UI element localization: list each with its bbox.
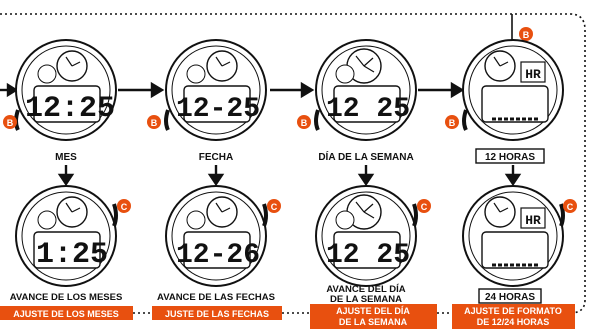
- watch-fecha: 12-25 B: [147, 39, 267, 141]
- lcd-display: 12 25: [326, 240, 410, 271]
- watch-avance-dia: 12 25 C: [315, 185, 431, 287]
- watch-24-horas: HR C: [462, 185, 577, 287]
- down-arrows: [57, 165, 522, 187]
- lcd-display: 12 25: [326, 94, 410, 125]
- caption-fecha: FECHA: [199, 152, 233, 163]
- tag-ajuste-formato-line2: DE 12/24 HORAS: [477, 317, 550, 327]
- top-row-arrows: [0, 81, 465, 99]
- lcd-display: 12-25: [176, 94, 260, 125]
- svg-text:B: B: [523, 30, 530, 40]
- button-label: C: [567, 202, 574, 212]
- caption-box-12: [475, 148, 545, 164]
- caption-dia: DÍA DE LA SEMANA: [318, 150, 413, 163]
- watch-mes: 12:25 B: [3, 39, 117, 141]
- tag-ajuste-dia-bg: [310, 304, 437, 329]
- button-label: C: [121, 202, 128, 212]
- caption-avance-dia-line1: AVANCE DEL DÍA: [326, 284, 405, 295]
- button-label: B: [151, 118, 158, 128]
- watch-dia: 12 25 B: [297, 39, 417, 141]
- lcd-display: 12:25: [25, 92, 115, 126]
- watch-12-horas: HR B: [445, 39, 564, 141]
- lcd-display: HR: [525, 67, 541, 82]
- caption-box-24: [478, 288, 542, 304]
- tag-ajuste-formato-line1: AJUSTE DE FORMATO: [464, 306, 562, 316]
- lcd-display: 1:25: [36, 238, 108, 272]
- tag-ajuste-fechas-bg: [152, 306, 282, 320]
- button-label: B: [301, 118, 308, 128]
- caption-avance-dia-line2: DE LA SEMANA: [330, 294, 402, 305]
- tag-ajuste-fechas: JUSTE DE LAS FECHAS: [165, 309, 269, 319]
- caption-mes: MES: [55, 152, 77, 163]
- caption-12-horas: 12 HORAS: [485, 152, 535, 163]
- tag-ajuste-meses-bg: [0, 306, 133, 320]
- tag-ajuste-formato-bg: [452, 304, 575, 329]
- caption-24-horas: 24 HORAS: [485, 292, 535, 303]
- watch-avance-fechas: 12-26 C: [165, 185, 281, 287]
- lcd-display: 12-26: [176, 240, 260, 271]
- caption-avance-fechas: AVANCE DE LAS FECHAS: [157, 292, 275, 303]
- watch-avance-meses: 1:25 C: [15, 185, 131, 287]
- tag-ajuste-dia-line2: DE LA SEMANA: [339, 317, 408, 327]
- tag-ajuste-dia-line1: AJUSTE DEL DÍA: [336, 306, 410, 316]
- return-dotted-line: [0, 13, 586, 314]
- button-label: B: [449, 118, 456, 128]
- button-label: C: [271, 202, 278, 212]
- button-label: B: [7, 118, 14, 128]
- lcd-display: HR: [525, 213, 541, 228]
- caption-avance-meses: AVANCE DE LOS MESES: [10, 292, 123, 303]
- button-label: C: [421, 202, 428, 212]
- button-b-badge-top: B: [519, 27, 533, 41]
- tag-ajuste-meses: AJUSTE DE LOS MESES: [13, 309, 119, 319]
